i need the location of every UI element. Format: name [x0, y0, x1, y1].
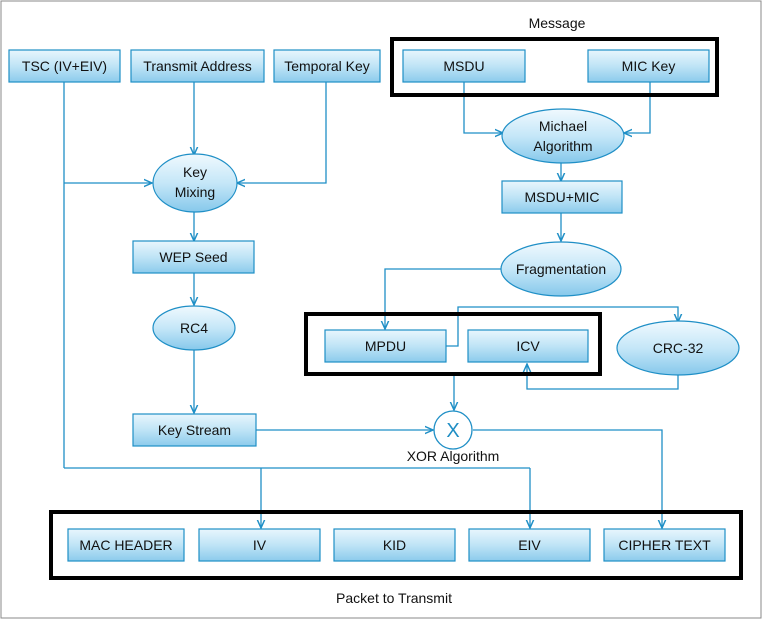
- tsc-label: TSC (IV+EIV): [22, 58, 107, 74]
- tk-to-key-mixing-arrow: [237, 82, 327, 183]
- xor-node: X: [433, 410, 473, 450]
- mpdu-label: MPDU: [365, 338, 406, 354]
- mic-key-box: MIC Key: [587, 49, 710, 83]
- kid-box: KID: [333, 528, 456, 562]
- msdu-mic-box: MSDU+MIC: [501, 180, 623, 214]
- crc32-oval: CRC-32: [616, 320, 740, 376]
- key-stream-label: Key Stream: [158, 422, 231, 438]
- michael-label-line2: Algorithm: [533, 138, 592, 154]
- connectors: [63, 82, 679, 528]
- crc32-to-icv-arrow: [527, 364, 679, 390]
- mic-key-label: MIC Key: [622, 58, 676, 74]
- iv-label: IV: [253, 537, 267, 553]
- payload-group-border: [304, 312, 602, 376]
- wep-seed-box: WEP Seed: [132, 240, 255, 274]
- rc4-oval: RC4: [152, 305, 236, 351]
- cipher-text-box: CIPHER TEXT: [603, 528, 726, 562]
- eiv-box: EIV: [468, 528, 591, 562]
- temporal-key-label: Temporal Key: [284, 58, 370, 74]
- packet-group-label: Packet to Transmit: [336, 590, 452, 606]
- fragmentation-to-mpdu-arrow: [385, 268, 502, 329]
- cipher-text-label: CIPHER TEXT: [618, 537, 711, 553]
- msdu-to-michael-arrow: [463, 82, 503, 133]
- rc4-label: RC4: [180, 320, 208, 336]
- xor-symbol: X: [446, 420, 459, 442]
- mpdu-to-crc32-arrow: [446, 306, 678, 347]
- xor-algorithm-label: XOR Algorithm: [407, 448, 500, 464]
- key-mixing-label-line2: Mixing: [175, 184, 215, 200]
- iv-box: IV: [198, 528, 321, 562]
- tsc-box: TSC (IV+EIV): [8, 49, 121, 83]
- michael-algorithm-oval: Michael Algorithm: [501, 108, 625, 164]
- packet-group-border: [49, 510, 743, 580]
- msdu-mic-label: MSDU+MIC: [524, 189, 599, 205]
- key-stream-box: Key Stream: [132, 413, 257, 447]
- message-group-border: [390, 37, 719, 97]
- mac-header-box: MAC HEADER: [67, 528, 185, 562]
- fragmentation-label: Fragmentation: [516, 261, 606, 277]
- msdu-label: MSDU: [443, 58, 484, 74]
- transmit-address-box: Transmit Address: [130, 49, 265, 83]
- msdu-box: MSDU: [402, 49, 526, 83]
- key-mixing-label-line1: Key: [183, 164, 207, 180]
- message-group-label: Message: [529, 15, 586, 31]
- kid-label: KID: [383, 537, 406, 553]
- temporal-key-box: Temporal Key: [273, 49, 381, 83]
- mic-key-to-michael-arrow: [624, 82, 651, 133]
- key-mixing-oval: Key Mixing: [152, 153, 238, 213]
- wep-seed-label: WEP Seed: [159, 249, 227, 265]
- mpdu-box: MPDU: [324, 329, 447, 363]
- michael-label-line1: Michael: [539, 118, 587, 134]
- mac-header-label: MAC HEADER: [79, 537, 172, 553]
- transmit-address-label: Transmit Address: [143, 58, 251, 74]
- icv-box: ICV: [467, 329, 589, 363]
- fragmentation-oval: Fragmentation: [500, 241, 622, 297]
- eiv-label: EIV: [518, 537, 541, 553]
- xor-to-cipher-text-arrow: [473, 429, 662, 528]
- crc32-label: CRC-32: [653, 340, 704, 356]
- xor-circle: [433, 410, 473, 450]
- icv-label: ICV: [516, 338, 540, 354]
